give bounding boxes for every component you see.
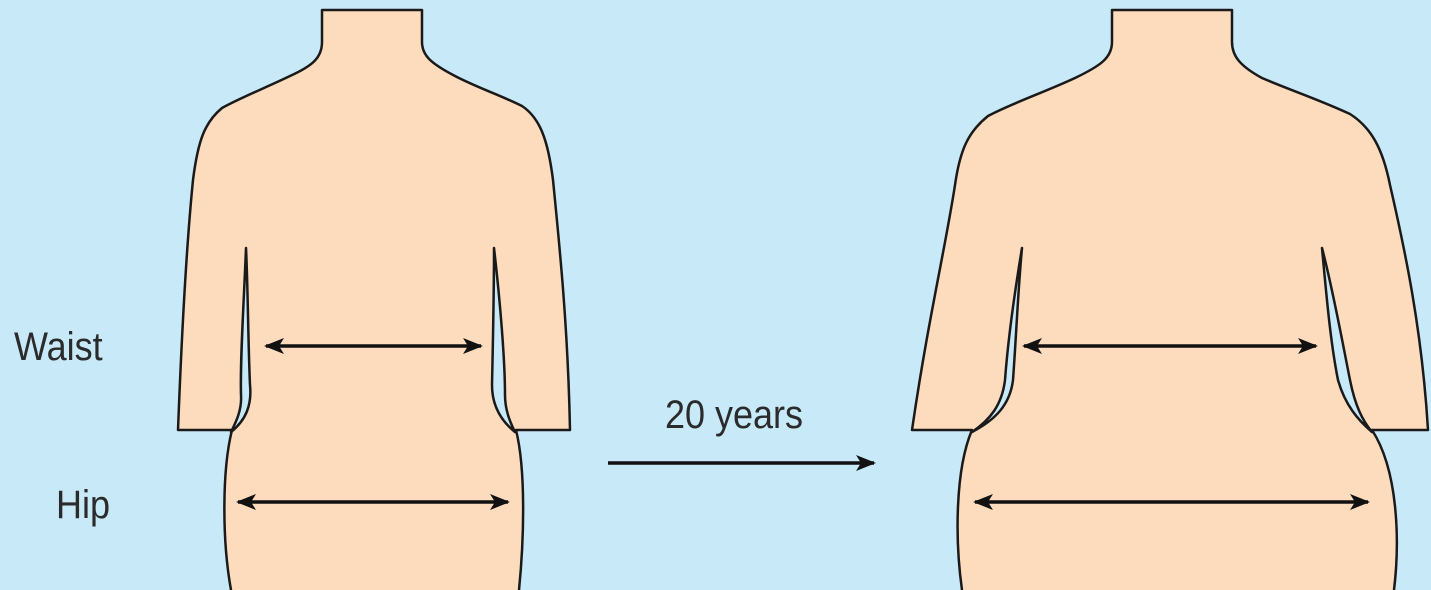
time-span-label: 20 years <box>665 393 803 437</box>
waist-label: Waist <box>14 325 103 369</box>
hip-label: Hip <box>56 483 110 527</box>
hips-before <box>225 428 524 590</box>
hips-after <box>958 428 1397 590</box>
